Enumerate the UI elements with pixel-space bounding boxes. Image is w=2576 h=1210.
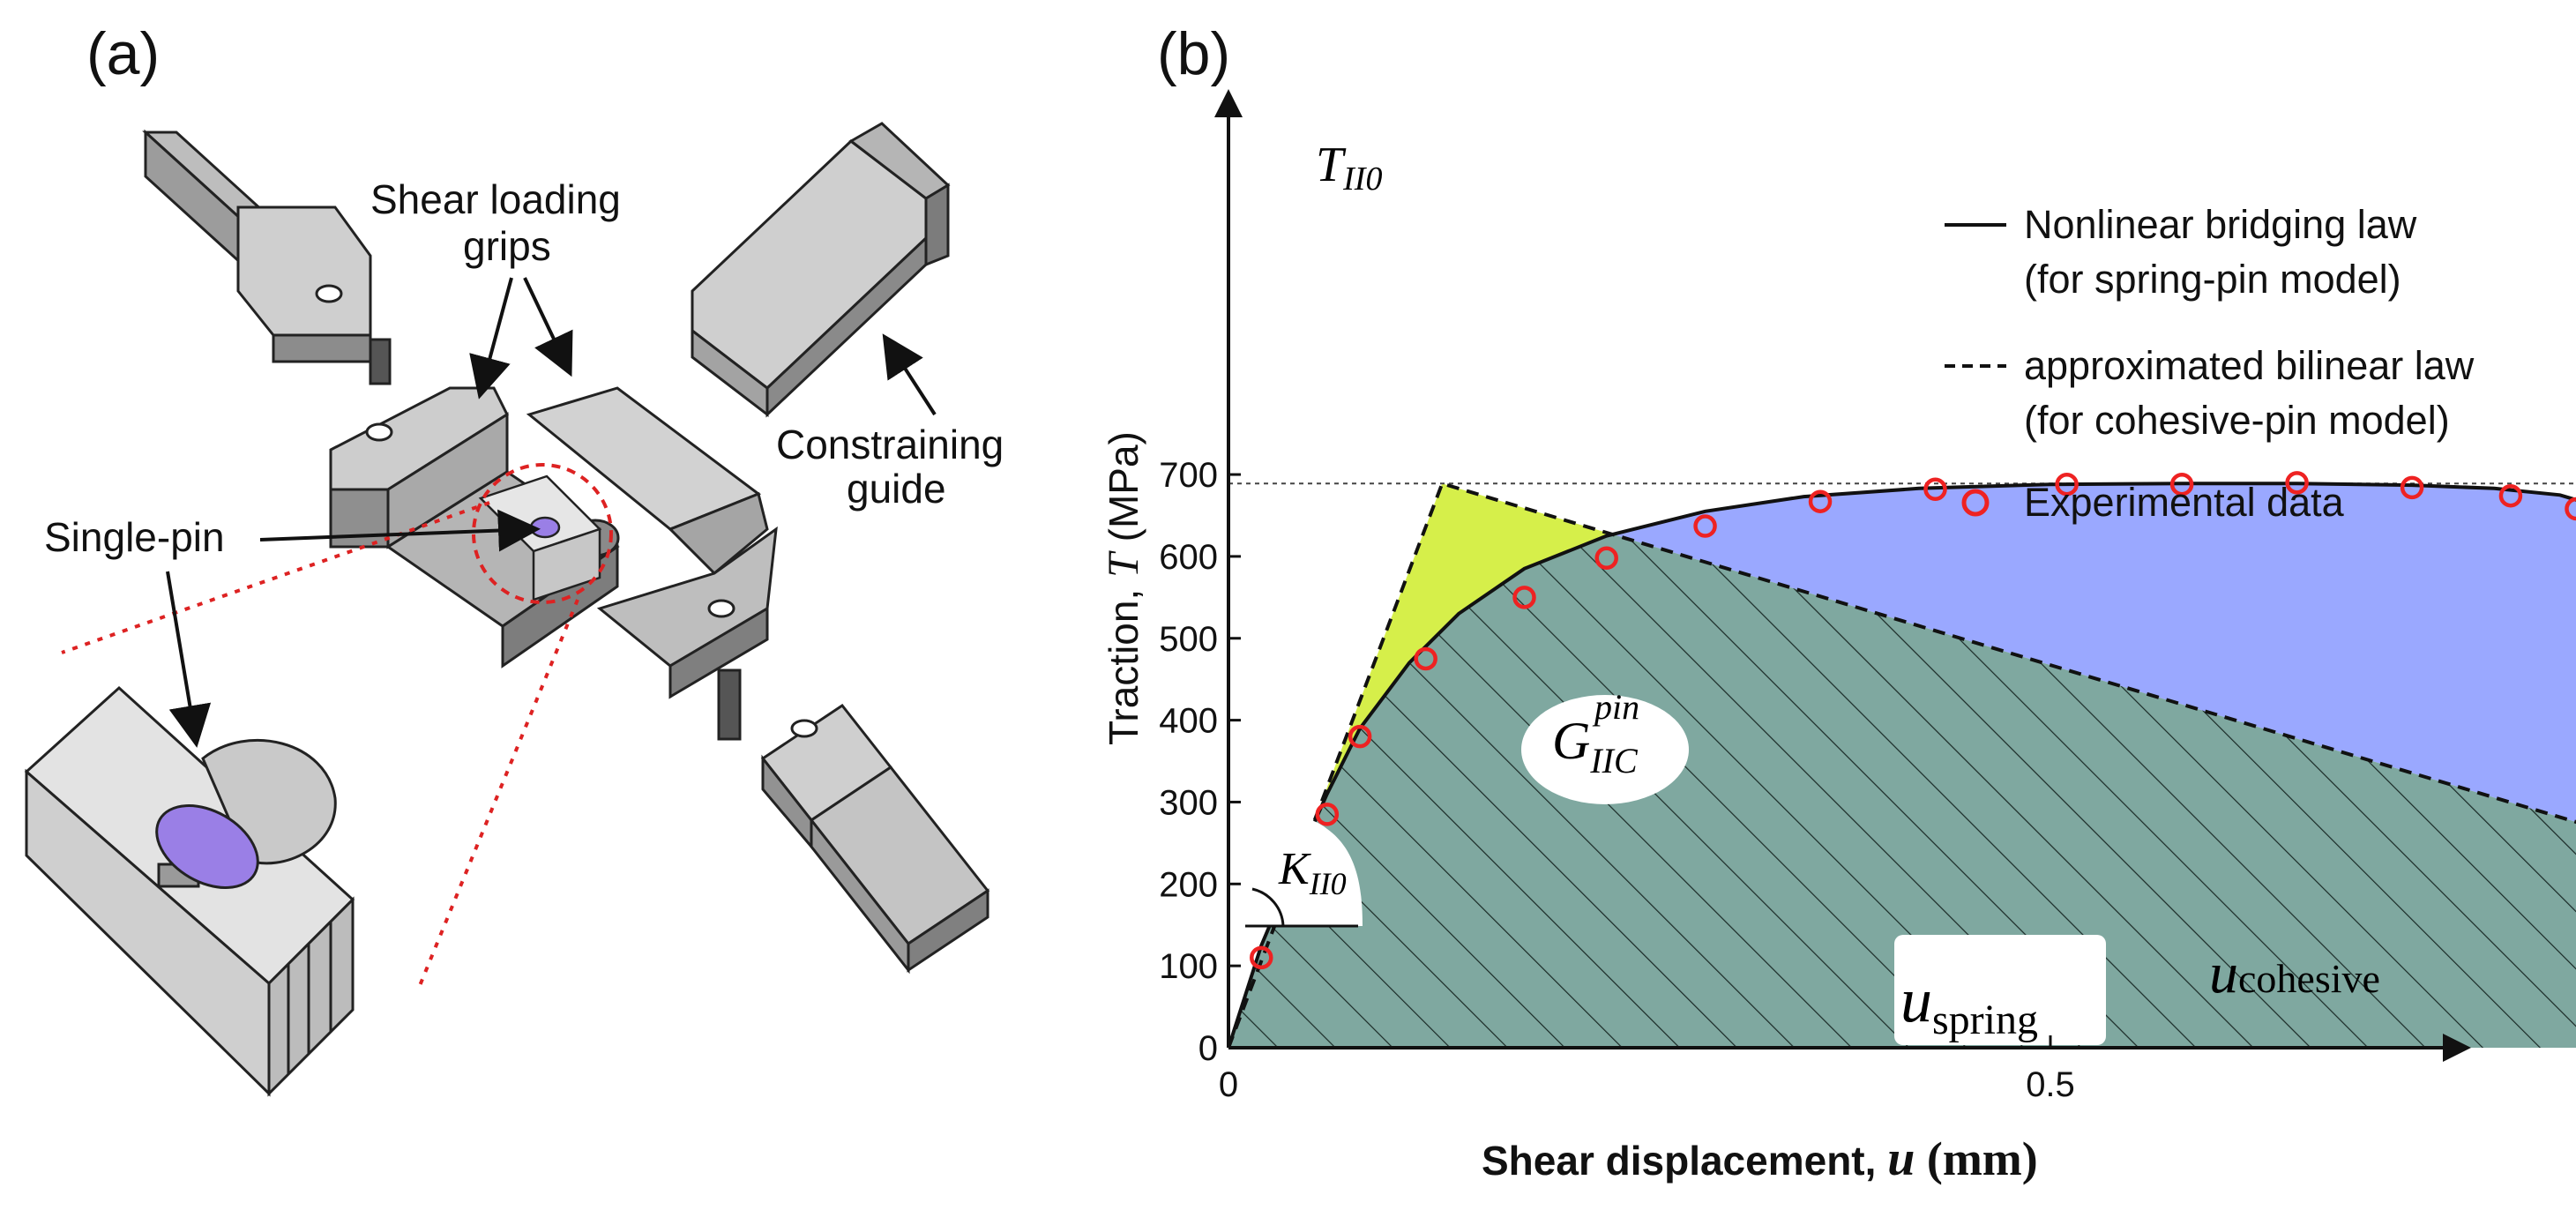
y-tick-label: 700 xyxy=(1159,456,1218,495)
g-sub: IIC xyxy=(1589,741,1639,781)
grips-arrow-left xyxy=(469,277,513,400)
u-cohesive-sub: cohesive xyxy=(2238,956,2380,1001)
legend: Nonlinear bridging law (for spring-pin m… xyxy=(1945,202,2475,525)
legend-item-2-line2: (for cohesive-pin model) xyxy=(2024,398,2450,443)
experimental-point xyxy=(2565,497,2576,521)
pin-arrow-enlarged xyxy=(166,571,212,748)
y-axis-label-unit: (MPa) xyxy=(1101,431,1146,553)
y-tick-label: 600 xyxy=(1159,538,1218,577)
g-label: GIIC xyxy=(1552,712,1639,781)
legend-marker-swatch xyxy=(1961,489,1990,517)
y-tick-label: 500 xyxy=(1159,620,1218,659)
x-axis-label-symbol: u xyxy=(1887,1132,1915,1186)
legend-item-1-line2: (for spring-pin model) xyxy=(2024,257,2401,302)
experimental-point xyxy=(2285,471,2309,495)
y-tick-label: 300 xyxy=(1159,783,1218,822)
pin-arrow-center xyxy=(259,509,541,552)
gpin-label-bubble xyxy=(1521,695,1689,804)
panel-a: (a) xyxy=(24,20,1004,1097)
constraining-guide xyxy=(691,122,951,418)
experimental-point xyxy=(2400,475,2424,500)
region-bilinear-upper xyxy=(1228,483,1607,1048)
x-axis-label-unit: (mm) xyxy=(1915,1132,2037,1185)
experimental-point xyxy=(1512,586,1536,609)
bottom-right-loading-rod xyxy=(717,668,990,975)
u-spring-label: uspring xyxy=(1900,965,2038,1043)
experimental-point xyxy=(1808,489,1833,513)
k-main: K xyxy=(1278,844,1311,894)
experimental-point xyxy=(1348,724,1372,749)
t-peak-main: T xyxy=(1316,138,1347,192)
g-main: G xyxy=(1552,712,1590,770)
series-bridging-line xyxy=(1227,482,2576,1049)
pin-center xyxy=(529,516,561,539)
legend-item-2-line1: approximated bilinear law xyxy=(2024,343,2475,388)
y-tick-label: 400 xyxy=(1159,702,1218,741)
panel-b-label: (b) xyxy=(1157,20,1230,87)
experimental-point xyxy=(2169,472,2194,497)
grips-arrow-right xyxy=(523,277,573,377)
x-tick-label: 0.5 xyxy=(2026,1065,2075,1104)
x-axis-label-prefix: Shear displacement, xyxy=(1482,1138,1887,1184)
y-tick-label: 200 xyxy=(1159,865,1218,904)
panel-a-label: (a) xyxy=(86,20,160,87)
experimental-point xyxy=(2498,483,2523,508)
specimen-center xyxy=(478,474,602,601)
experimental-point xyxy=(2055,472,2079,497)
right-shear-grip xyxy=(526,386,778,699)
experimental-point xyxy=(1414,646,1437,671)
x-axis-label: Shear displacement, u (mm) xyxy=(1482,1132,2038,1186)
specimen-enlarged xyxy=(24,685,355,1097)
experimental-point xyxy=(1250,945,1273,970)
legend-item-1-line1: Nonlinear bridging law xyxy=(2024,202,2417,247)
k-sub: II0 xyxy=(1309,866,1347,901)
region-bridging xyxy=(1606,483,2576,822)
y-axis-label-prefix: Traction, xyxy=(1101,578,1146,745)
legend-item-3-line1: Experimental data xyxy=(2024,480,2345,525)
experimental-point xyxy=(1923,477,1947,502)
y-tick-label: 0 xyxy=(1198,1029,1218,1068)
pin-enlarged xyxy=(155,804,259,889)
grips-label-line2: grips xyxy=(463,223,551,269)
zoom-circle xyxy=(472,463,613,604)
y-axis-label: Traction, T (MPa) xyxy=(1098,431,1147,745)
g-sup: pin xyxy=(1592,687,1639,727)
experimental-point xyxy=(1315,803,1340,826)
x-tick-label: 0 xyxy=(1219,1065,1238,1104)
guide-arrow xyxy=(882,333,937,416)
t-peak-label: TII0 xyxy=(1316,138,1382,198)
u-cohesive-main: u xyxy=(2209,941,2238,1005)
uspring-label-box xyxy=(1894,935,2106,1045)
pin-label: Single-pin xyxy=(44,514,225,560)
k-label: KII0 xyxy=(1278,844,1347,901)
guide-label-line1: Constraining xyxy=(776,422,1004,467)
y-axis-label-symbol: T xyxy=(1098,550,1147,578)
plot-area xyxy=(1227,471,2576,1049)
y-tick-label: 100 xyxy=(1159,947,1218,986)
guide-label-line2: guide xyxy=(847,466,946,512)
top-left-loading-rod xyxy=(142,129,392,385)
experimental-point xyxy=(1594,546,1618,571)
t-peak-sub: II0 xyxy=(1342,161,1382,198)
experimental-point xyxy=(1693,514,1717,538)
u-spring-main: u xyxy=(1900,965,1932,1035)
series-experimental-markers xyxy=(1250,471,2576,970)
kii0-angle-arc xyxy=(1251,887,1285,927)
zoom-line-top xyxy=(61,501,490,654)
zoom-line-bottom xyxy=(417,599,579,989)
grips-label-line1: Shear loading xyxy=(370,176,621,222)
region-hatch-main xyxy=(1228,532,2576,1048)
kii0-label-bubble xyxy=(1243,817,1363,926)
u-spring-sub: spring xyxy=(1932,997,2038,1043)
u-cohesive-label: ucohesive xyxy=(2209,941,2380,1005)
